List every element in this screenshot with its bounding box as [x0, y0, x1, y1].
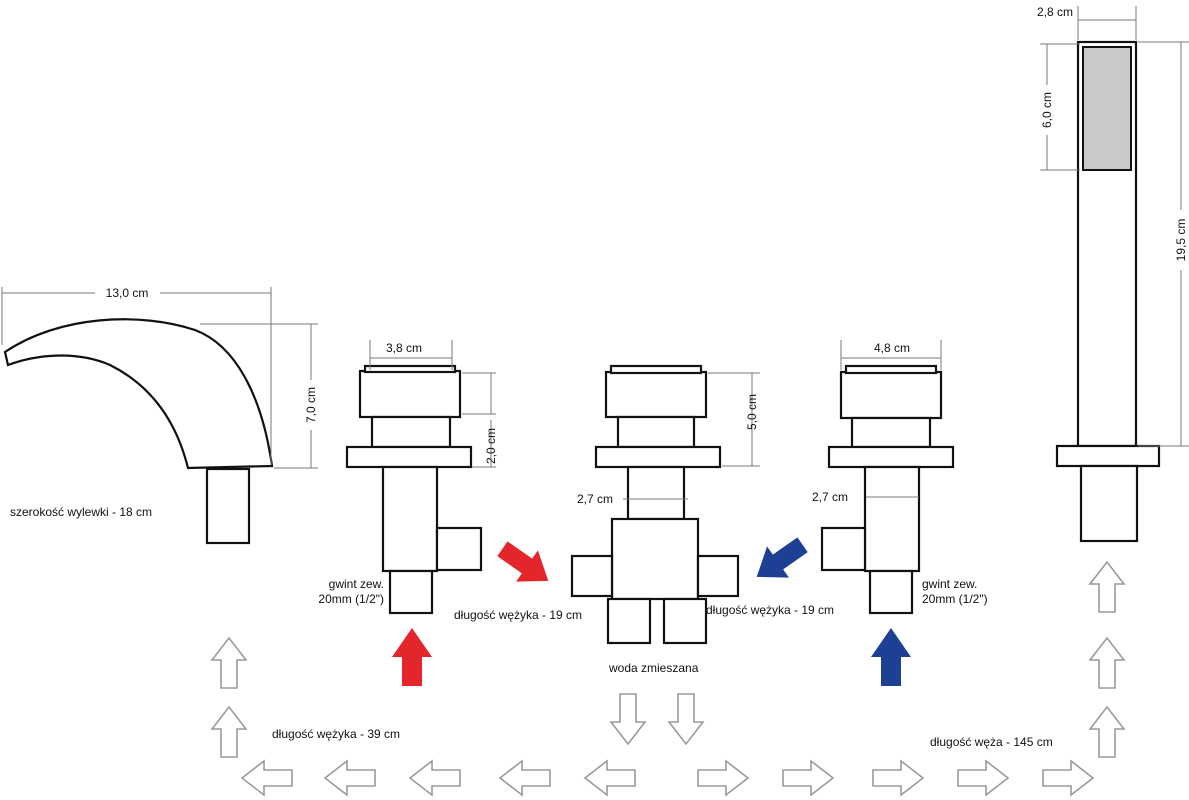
- flow-up-arrow: [1089, 637, 1125, 689]
- cold-inlet-arrow: [871, 628, 911, 686]
- spout-pipe: [205, 467, 251, 545]
- cold-neck-label: 2,7 cm: [812, 490, 848, 504]
- mixer-neck-label: 2,7 cm: [577, 492, 613, 506]
- flow-left-arrow: [241, 760, 293, 796]
- flow-up-arrow: [1089, 706, 1125, 758]
- hot-flow-arrow: [497, 541, 549, 582]
- flow-left-arrow: [499, 760, 551, 796]
- handset-pipe: [1079, 464, 1139, 543]
- hot-thread-label-1: gwint zew.: [329, 577, 384, 591]
- mixer-cap: [609, 364, 703, 375]
- cold-thread-label-1: gwint zew.: [922, 577, 977, 591]
- hot-valve-handle: [358, 369, 462, 419]
- mixer-neck: [616, 415, 696, 449]
- mixer-height-label: 5,0 cm: [745, 394, 759, 430]
- spout-width-label: 13,0 cm: [106, 286, 149, 300]
- cold-up-arrow: [871, 628, 911, 686]
- hot-valve-cap: [363, 364, 457, 374]
- flow-right-arrow: [957, 760, 1009, 796]
- cold-valve: 4,8 cm 2,7 cm gwint zew. 20mm (1/2"): [756, 340, 988, 686]
- mixer-hose-left-label: długość wężyka - 19 cm: [454, 608, 582, 622]
- flow-up-arrow: [1089, 561, 1125, 613]
- hot-thread-label-2: 20mm (1/2"): [318, 592, 384, 606]
- cold-valve-body: [863, 465, 921, 573]
- handset-plate: [1055, 444, 1161, 468]
- mixer-inlet-right: [696, 554, 740, 598]
- cold-valve-plate: [827, 445, 955, 469]
- hot-valve-body: [381, 465, 439, 573]
- flow-down-arrow: [668, 693, 704, 745]
- mixer-outlet-left: [606, 597, 652, 645]
- handset: 2,8 cm 6,0 cm 19,5 cm: [1037, 5, 1189, 543]
- flow-left-arrow: [584, 760, 636, 796]
- flow-left-arrow: [409, 760, 461, 796]
- flow-right-arrow: [697, 760, 749, 796]
- cold-valve-handle: [839, 370, 943, 420]
- cold-valve-cap: [844, 364, 938, 375]
- mixer-stem: [626, 465, 686, 521]
- hot-valve-plate: [345, 445, 473, 469]
- hot-height-label: 2,0 cm: [484, 428, 498, 464]
- hot-inlet-arrow: [392, 628, 432, 686]
- hot-valve-neck: [370, 415, 452, 449]
- cold-width-label: 4,8 cm: [874, 341, 910, 355]
- spout-body: [3, 318, 274, 470]
- flow-up-arrow: [211, 637, 247, 689]
- flow-left-arrow: [324, 760, 376, 796]
- hose-handset-label: długość węża - 145 cm: [930, 735, 1053, 749]
- hot-valve-outlet: [435, 526, 483, 572]
- mixer: 5,0 cm 2,7 cm długość wężyka - 19 cm dłu…: [454, 364, 834, 675]
- cold-valve-outlet: [820, 526, 867, 572]
- mixer-hose-right-label: długość wężyka - 19 cm: [706, 603, 834, 617]
- handset-height-label: 19,5 cm: [1174, 219, 1188, 262]
- cold-thread-label-2: 20mm (1/2"): [922, 592, 988, 606]
- hot-valve: 3,8 cm 2,0 cm gwint zew. 20mm (1/2"): [318, 340, 549, 686]
- spout: 13,0 cm 7,0 cm szerokość wylewki - 18 cm: [1, 286, 318, 545]
- hose-spout-label: długość wężyka - 39 cm: [272, 727, 400, 741]
- mixer-inlet-left: [570, 554, 614, 598]
- mixer-body: [610, 517, 700, 601]
- handset-window-label: 6,0 cm: [1040, 92, 1054, 128]
- flow-up-arrow: [211, 706, 247, 758]
- cold-valve-neck: [850, 416, 932, 449]
- mixer-output-label: woda zmieszana: [608, 661, 699, 675]
- hot-diagonal-arrow: [497, 541, 549, 582]
- flow-down-arrow: [610, 693, 646, 745]
- cold-flow-arrow: [756, 537, 808, 578]
- handset-window: [1082, 46, 1132, 171]
- cold-valve-thread: [868, 569, 914, 615]
- spout-label: szerokość wylewki - 18 cm: [10, 505, 152, 519]
- mixer-handle: [604, 370, 708, 419]
- cold-diagonal-arrow: [756, 537, 808, 578]
- spout-height-label: 7,0 cm: [304, 387, 318, 423]
- hot-valve-thread: [388, 569, 434, 615]
- flow-right-arrow: [782, 760, 834, 796]
- hot-width-label: 3,8 cm: [386, 341, 422, 355]
- flow-right-arrow: [1042, 760, 1094, 796]
- flow-right-arrow: [872, 760, 924, 796]
- mixer-outlet-right: [662, 597, 708, 645]
- handset-width-label: 2,8 cm: [1037, 5, 1073, 19]
- mixer-plate: [594, 445, 722, 469]
- hot-up-arrow: [392, 628, 432, 686]
